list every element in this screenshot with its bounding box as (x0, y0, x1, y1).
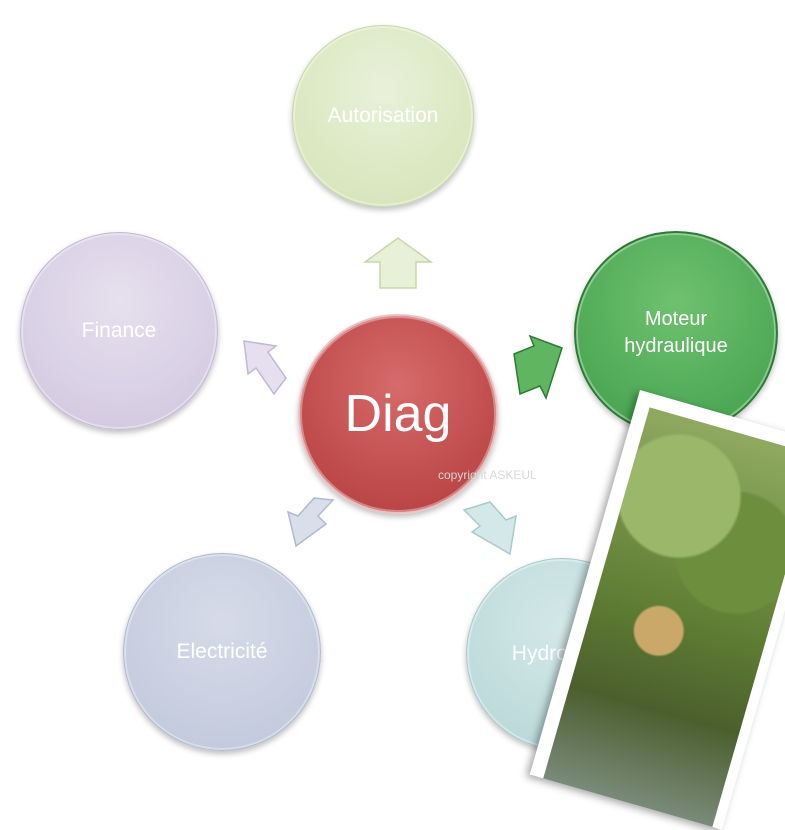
node-moteur-label: Moteur hydraulique (624, 308, 728, 357)
node-electricite-label: Electricité (176, 639, 268, 663)
connector-arrows (243, 237, 563, 556)
node-finance: Finance (20, 232, 218, 430)
node-finance-label: Finance (81, 318, 157, 342)
copyright-watermark: copyright ASKEUL (438, 468, 537, 482)
arrow-to-moteur (513, 334, 563, 400)
arrow-to-electricite (286, 497, 335, 548)
cycle-diagram: Autorisation Finance Moteur hydraulique … (20, 25, 785, 827)
arrow-to-hydrologie (462, 501, 517, 556)
arrow-to-finance (243, 340, 287, 396)
node-autorisation: Autorisation (292, 25, 474, 207)
arrow-to-autorisation (362, 237, 434, 289)
node-electricite: Electricité (123, 553, 321, 751)
center-node-diag: Diag (298, 314, 498, 514)
node-autorisation-label: Autorisation (327, 103, 439, 127)
center-label: Diag (344, 384, 452, 443)
